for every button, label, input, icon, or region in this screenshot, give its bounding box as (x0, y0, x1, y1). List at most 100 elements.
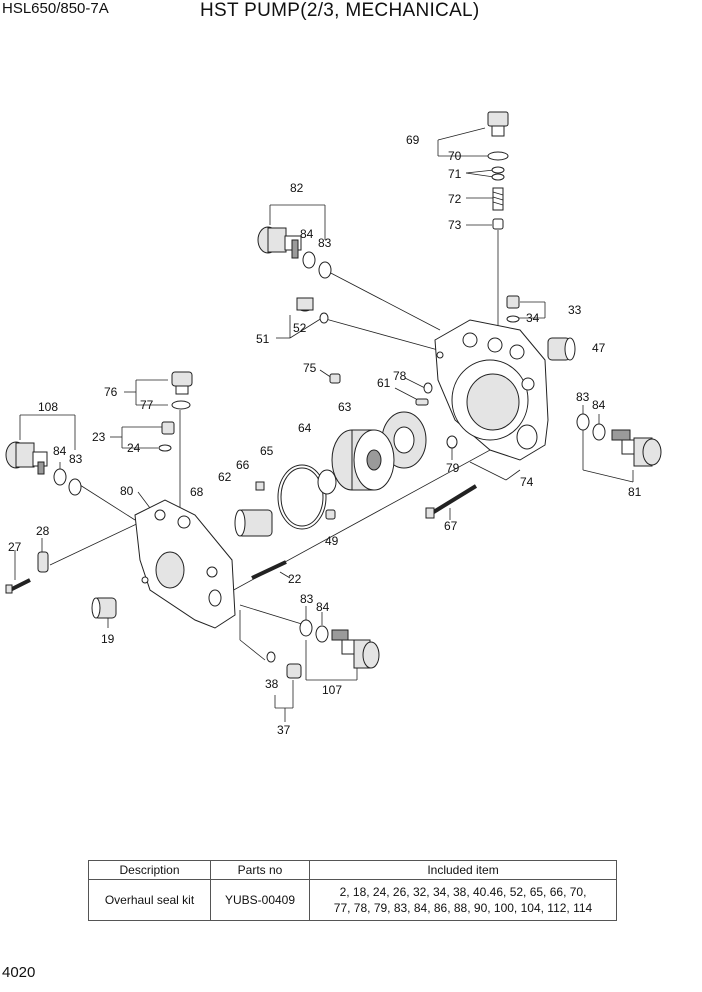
page-number: 4020 (2, 964, 36, 981)
page-title: HST PUMP(2/3, MECHANICAL) (200, 0, 480, 21)
header-parts-no: Parts no (210, 860, 310, 880)
o-ring-78 (423, 382, 433, 394)
washer-71a (491, 166, 505, 174)
sleeve-68 (234, 509, 273, 537)
bolt-27 (5, 578, 31, 594)
bushing-19 (91, 597, 117, 619)
callout-84-right: 84 (592, 398, 606, 412)
callout-27: 27 (8, 540, 22, 554)
callout-65: 65 (260, 444, 274, 458)
cover-80 (134, 499, 236, 629)
callout-labels: 69 70 71 72 73 82 84 83 33 34 47 51 52 7… (8, 133, 642, 737)
callout-83-right: 83 (576, 390, 590, 404)
callout-83-top: 83 (318, 236, 332, 250)
washer-71b (491, 173, 505, 181)
callout-22: 22 (288, 572, 302, 586)
pin-62 (255, 481, 265, 491)
o-ring-65-inner (280, 467, 324, 527)
bushing-47 (547, 337, 576, 361)
included-line-1: 2, 18, 24, 26, 32, 34, 38, 40.46, 52, 65… (339, 885, 587, 899)
callout-75: 75 (303, 361, 317, 375)
callout-52: 52 (293, 321, 307, 335)
callout-107: 107 (322, 683, 342, 697)
callout-82: 82 (290, 181, 304, 195)
callout-83-lower: 83 (300, 592, 314, 606)
o-ring-24 (158, 444, 172, 452)
callout-63: 63 (338, 400, 352, 414)
callout-72: 72 (448, 192, 462, 206)
relief-valve-108 (5, 441, 48, 475)
plug-49 (325, 509, 336, 520)
callout-76: 76 (104, 385, 118, 399)
callout-69: 69 (406, 133, 420, 147)
pin-61 (415, 398, 429, 406)
callout-80: 80 (120, 484, 134, 498)
o-ring-66 (317, 469, 337, 495)
cell-included-item: 2, 18, 24, 26, 32, 34, 38, 40.46, 52, 65… (309, 879, 617, 921)
plug-33 (506, 295, 520, 309)
plug-23 (161, 421, 175, 435)
callout-47: 47 (592, 341, 606, 355)
o-ring-38 (266, 651, 276, 663)
o-ring-83d (299, 619, 313, 637)
o-ring-84a (302, 251, 316, 269)
pump-housing-74 (434, 319, 549, 461)
callout-33: 33 (568, 303, 582, 317)
spring-72 (492, 187, 504, 211)
pin-22 (251, 560, 287, 580)
table-header-row: Description Parts no Included item (88, 860, 617, 880)
o-ring-83a (318, 261, 332, 279)
cylinder-64 (331, 429, 395, 491)
cell-parts-no: YUBS-00409 (210, 879, 310, 921)
callout-70: 70 (448, 149, 462, 163)
header-included-item: Included item (309, 860, 617, 880)
callout-61: 61 (377, 376, 391, 390)
callout-79: 79 (446, 461, 460, 475)
callout-51: 51 (256, 332, 270, 346)
seal-kit-table: Description Parts no Included item Overh… (88, 860, 617, 921)
callout-62: 62 (218, 470, 232, 484)
relief-valve-81 (611, 429, 662, 467)
poppet-73 (492, 218, 504, 230)
callout-77: 77 (140, 398, 154, 412)
o-ring-84c (53, 468, 67, 486)
model-code: HSL650/850-7A (2, 0, 109, 17)
callout-34: 34 (526, 311, 540, 325)
callout-64: 64 (298, 421, 312, 435)
cell-description: Overhaul seal kit (88, 879, 211, 921)
callout-19: 19 (101, 632, 115, 646)
plug-69 (487, 111, 509, 137)
callout-71: 71 (448, 167, 462, 181)
header-description: Description (88, 860, 211, 880)
callout-108: 108 (38, 400, 58, 414)
callout-81: 81 (628, 485, 642, 499)
plug-37 (286, 663, 302, 679)
o-ring-77 (171, 400, 191, 410)
o-ring-83c (68, 478, 82, 496)
callout-84-lower: 84 (316, 600, 330, 614)
exploded-parts-diagram: 69 70 71 72 73 82 84 83 33 34 47 51 52 7… (5, 111, 662, 737)
callout-74: 74 (520, 475, 534, 489)
callout-38: 38 (265, 677, 279, 691)
pin-75 (329, 373, 341, 384)
o-ring-52 (319, 312, 329, 324)
callout-84-left: 84 (53, 444, 67, 458)
included-line-2: 77, 78, 79, 83, 84, 86, 88, 90, 100, 104… (333, 901, 593, 915)
relief-valve-107 (331, 629, 380, 669)
bolt-67 (425, 484, 478, 519)
callout-66: 66 (236, 458, 250, 472)
o-ring-70 (487, 151, 509, 161)
callout-49: 49 (325, 534, 339, 548)
callout-67: 67 (444, 519, 458, 533)
o-ring-83b (576, 413, 590, 431)
callout-28: 28 (36, 524, 50, 538)
bracket-28 (37, 551, 49, 573)
callout-37: 37 (277, 723, 291, 737)
callout-73: 73 (448, 218, 462, 232)
callout-83-left: 83 (69, 452, 83, 466)
callout-78: 78 (393, 369, 407, 383)
callout-24: 24 (127, 441, 141, 455)
plug-52 (296, 297, 314, 312)
plug-76 (171, 371, 193, 395)
relief-valve-82 (257, 226, 302, 259)
